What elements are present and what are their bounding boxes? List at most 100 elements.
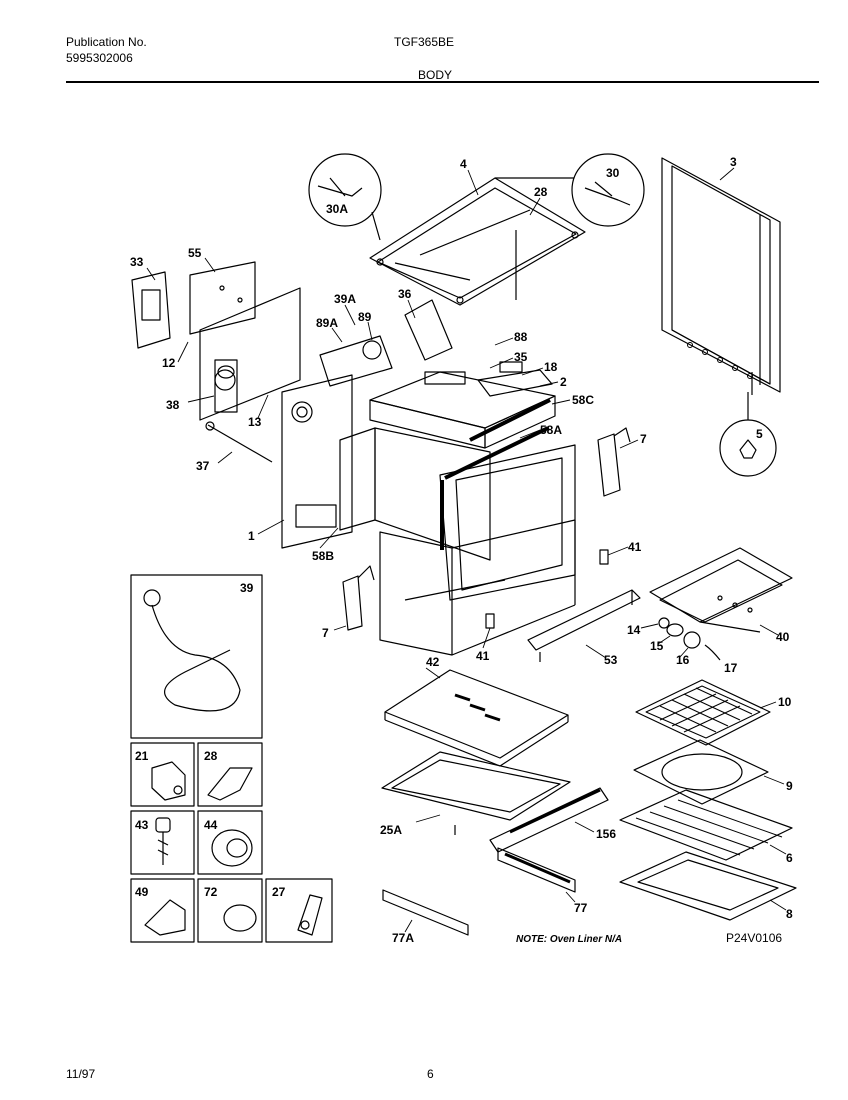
label-89A: 89A	[316, 316, 338, 330]
label-41-left: 41	[476, 649, 490, 663]
part-156-strip	[489, 787, 609, 853]
part-37-probe	[205, 421, 273, 463]
label-39A: 39A	[334, 292, 356, 306]
part-77-strip	[497, 847, 576, 893]
label-21: 21	[135, 749, 149, 763]
label-27: 27	[272, 885, 286, 899]
page-number: 6	[427, 1067, 434, 1081]
label-88: 88	[514, 330, 528, 344]
label-41-right: 41	[628, 540, 642, 554]
part-42-bottom-panel	[384, 669, 569, 767]
inset-28	[197, 742, 263, 807]
label-77A: 77A	[392, 931, 414, 945]
part-40-drawer	[649, 547, 793, 633]
label-35: 35	[514, 350, 528, 364]
label-38: 38	[166, 398, 180, 412]
label-44: 44	[204, 818, 218, 832]
label-6: 6	[786, 851, 793, 865]
label-58A: 58A	[540, 423, 562, 437]
label-40: 40	[776, 630, 790, 644]
inset-44	[197, 810, 263, 875]
label-77: 77	[574, 901, 588, 915]
label-7-right: 7	[640, 432, 647, 446]
label-53: 53	[604, 653, 618, 667]
label-17: 17	[724, 661, 738, 675]
label-2: 2	[560, 375, 567, 389]
part-6-rack	[619, 789, 793, 861]
part-33-bracket	[131, 271, 171, 349]
label-8: 8	[786, 907, 793, 921]
label-36: 36	[398, 287, 412, 301]
inset-49	[130, 878, 195, 943]
label-58B: 58B	[312, 549, 334, 563]
label-28-box: 28	[204, 749, 218, 763]
label-43: 43	[135, 818, 149, 832]
label-25A: 25A	[380, 823, 402, 837]
part-burner-assy	[319, 299, 553, 397]
publication-label: Publication No.	[66, 35, 147, 49]
footer-date: 11/97	[66, 1067, 96, 1081]
label-89: 89	[358, 310, 372, 324]
label-13: 13	[248, 415, 262, 429]
callout-30A	[308, 153, 382, 241]
part-rear-panel	[189, 261, 301, 421]
section-title: BODY	[418, 68, 453, 82]
part-15	[666, 623, 684, 637]
label-49: 49	[135, 885, 149, 899]
label-39: 39	[240, 581, 254, 595]
part-53-rail	[527, 589, 641, 662]
part-hinge-left	[342, 565, 375, 631]
label-72: 72	[204, 885, 218, 899]
label-15: 15	[650, 639, 664, 653]
inset-27	[265, 878, 333, 943]
label-156: 156	[596, 827, 616, 841]
part-17	[704, 644, 721, 661]
label-5: 5	[756, 427, 763, 441]
part-38-tube	[214, 359, 238, 413]
label-33: 33	[130, 255, 144, 269]
part-41-clip-a	[599, 549, 609, 565]
model-number: TGF365BE	[394, 35, 455, 49]
label-18: 18	[544, 360, 558, 374]
label-14: 14	[627, 623, 641, 637]
label-10: 10	[778, 695, 792, 709]
label-37: 37	[196, 459, 210, 473]
inset-72	[197, 878, 263, 943]
label-30A: 30A	[326, 202, 348, 216]
inset-21	[130, 742, 195, 807]
label-7-left: 7	[322, 626, 329, 640]
part-16	[683, 631, 701, 649]
label-58C: 58C	[572, 393, 594, 407]
label-42: 42	[426, 655, 440, 669]
part-hinge-right	[597, 427, 631, 497]
label-3: 3	[730, 155, 737, 169]
part-8-tray	[619, 851, 797, 921]
label-16: 16	[676, 653, 690, 667]
inset-39	[130, 574, 263, 739]
callout-5	[719, 392, 777, 477]
label-30: 30	[606, 166, 620, 180]
part-top-cover	[369, 177, 586, 306]
label-9: 9	[786, 779, 793, 793]
part-25A-frame	[381, 751, 571, 835]
part-cabinet	[281, 371, 576, 656]
leader-lines	[146, 167, 787, 933]
inset-43	[130, 810, 195, 875]
part-gasket	[440, 398, 551, 550]
part-41-clip-b	[485, 613, 495, 629]
part-9-pan	[633, 739, 769, 805]
callout-labels: 4 3 30 30A 28 33 55 39A 36 89A 89 88 35 …	[130, 155, 793, 945]
header-rule	[66, 81, 819, 83]
label-28-top: 28	[534, 185, 548, 199]
part-10-grill	[635, 679, 771, 746]
publication-number: 5995302006	[66, 51, 133, 65]
note-oven-liner: NOTE: Oven Liner N/A	[516, 934, 622, 945]
label-4: 4	[460, 157, 467, 171]
part-14	[658, 617, 670, 629]
figure-code: P24V0106	[726, 931, 782, 945]
label-55: 55	[188, 246, 202, 260]
callout-30	[495, 153, 645, 227]
part-77A-strip	[382, 889, 469, 936]
part-side-panel	[661, 157, 781, 395]
